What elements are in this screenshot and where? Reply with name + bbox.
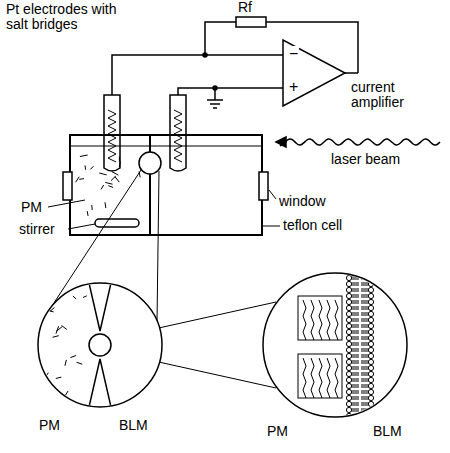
pm-label: PM bbox=[38, 418, 61, 433]
cell-label: teflon cell bbox=[282, 218, 343, 233]
septum-wedge bbox=[89, 359, 111, 407]
pm-patch bbox=[298, 296, 342, 398]
stirrer-bar bbox=[95, 219, 139, 227]
pm-label: PM bbox=[266, 424, 289, 439]
wire bbox=[178, 88, 283, 95]
partition bbox=[149, 135, 151, 152]
teflon-cell bbox=[70, 135, 262, 235]
lipid-bilayer bbox=[346, 269, 373, 418]
leader-line bbox=[269, 190, 276, 199]
aperture bbox=[89, 334, 111, 356]
pm-fragments bbox=[41, 296, 87, 397]
laser-beam bbox=[280, 139, 440, 146]
window-symbol bbox=[63, 172, 72, 200]
junction-dot bbox=[203, 53, 207, 57]
resistor-symbol bbox=[236, 17, 266, 27]
op-amp-symbol bbox=[283, 40, 345, 106]
blm-label: BLM bbox=[118, 418, 149, 433]
water-line bbox=[71, 146, 261, 147]
blm-label: BLM bbox=[372, 424, 403, 439]
electrode-label: Pt electrodes with salt bridges bbox=[5, 2, 125, 32]
zoom-circle bbox=[263, 273, 407, 417]
ground-symbol bbox=[207, 88, 223, 108]
input-sign: − bbox=[288, 46, 299, 61]
input-sign: + bbox=[288, 79, 299, 94]
zoom-line bbox=[157, 171, 159, 322]
wire bbox=[345, 72, 358, 74]
arrowhead bbox=[276, 137, 286, 147]
laser-label: laser beam bbox=[330, 152, 401, 167]
wire bbox=[205, 22, 236, 55]
resistor-label: Rf bbox=[237, 0, 253, 15]
leader-line bbox=[263, 226, 280, 227]
wire bbox=[266, 22, 358, 73]
leader-line bbox=[48, 200, 85, 207]
septum-wedge bbox=[89, 283, 111, 331]
aperture bbox=[139, 152, 161, 174]
window-symbol bbox=[259, 172, 268, 200]
electrode bbox=[170, 95, 186, 171]
partition bbox=[149, 174, 151, 235]
wire bbox=[112, 55, 283, 95]
electrode bbox=[104, 95, 120, 171]
pm-label: PM bbox=[20, 200, 43, 215]
leader-line bbox=[68, 224, 95, 229]
stirrer-label: stirrer bbox=[18, 222, 56, 237]
amplifier-label: current amplifier bbox=[350, 80, 432, 110]
zoom-circle bbox=[38, 283, 162, 407]
window-label: window bbox=[278, 194, 327, 209]
